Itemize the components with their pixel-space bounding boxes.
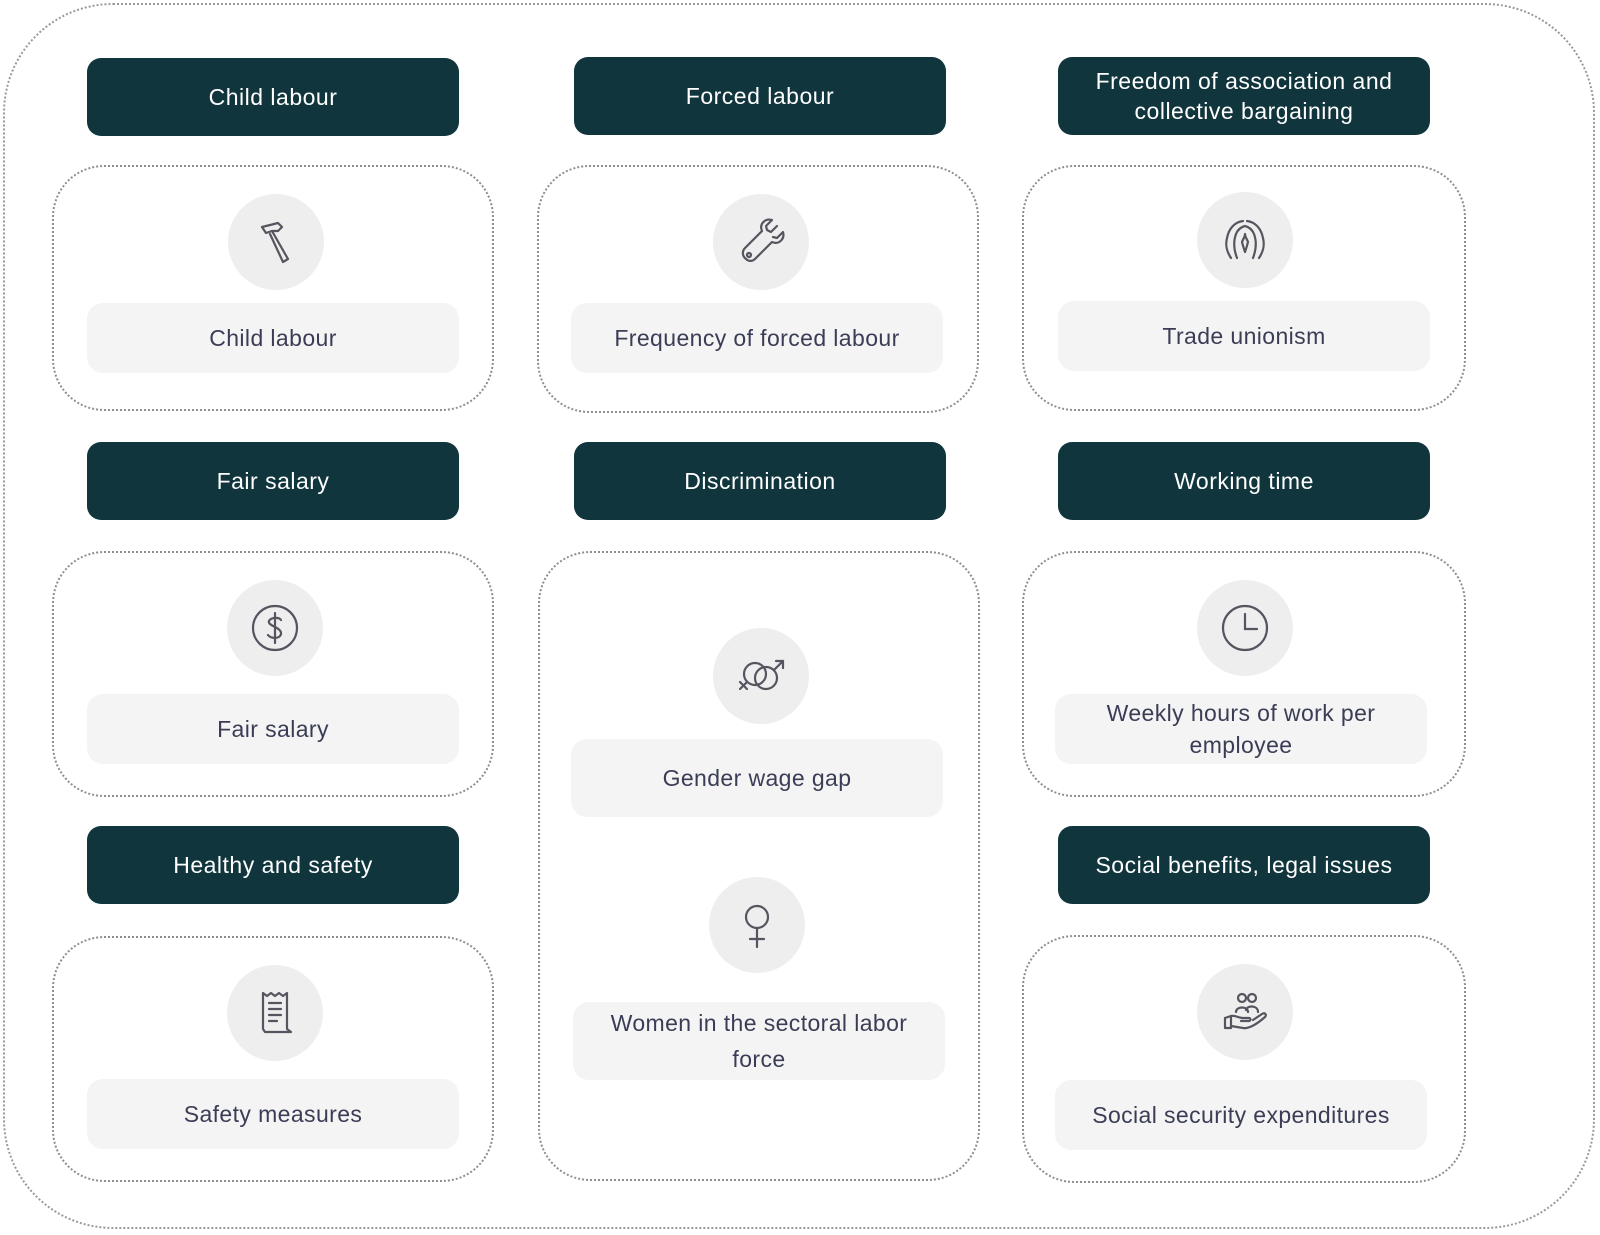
header-social-benefits: Social benefits, legal issues <box>1058 826 1430 904</box>
metric-weekly-hours: Weekly hours of work per employee <box>1055 694 1427 764</box>
metric-safety-measures-label: Safety measures <box>183 1101 363 1127</box>
card-freedom-association: Trade unionism <box>1022 165 1466 411</box>
header-discrimination: Discrimination <box>574 442 946 520</box>
metric-social-security: Social security expenditures <box>1055 1080 1427 1150</box>
header-forced-labour: Forced labour <box>574 57 946 135</box>
metric-forced-labour: Frequency of forced labour <box>571 303 943 373</box>
metric-fair-salary: Fair salary <box>87 694 459 764</box>
metric-gender-wage-gap: Gender wage gap <box>571 739 943 817</box>
metric-fair-salary-label: Fair salary <box>217 716 329 742</box>
metric-trade-unionism-label: Trade unionism <box>1162 323 1326 349</box>
header-working-time: Working time <box>1058 442 1430 520</box>
dollar-coin-icon <box>227 580 323 676</box>
metric-gender-wage-gap-label: Gender wage gap <box>662 765 852 791</box>
card-health-safety: Safety measures <box>52 936 494 1182</box>
hand-people-icon <box>1197 964 1293 1060</box>
header-social-benefits-label: Social benefits, legal issues <box>1095 852 1393 878</box>
header-discrimination-label: Discrimination <box>684 468 836 494</box>
header-forced-labour-label: Forced labour <box>685 83 835 109</box>
metric-child-labour: Child labour <box>87 303 459 373</box>
header-freedom-association: Freedom of association and collective ba… <box>1058 57 1430 135</box>
metric-forced-labour-label: Frequency of forced labour <box>614 325 900 351</box>
header-child-labour-label: Child labour <box>208 84 338 110</box>
card-discrimination: Gender wage gap Women in the sectoral la… <box>538 551 980 1181</box>
document-receipt-icon <box>227 965 323 1061</box>
female-symbol-icon <box>709 877 805 973</box>
header-health-safety: Healthy and safety <box>87 826 459 904</box>
card-forced-labour: Frequency of forced labour <box>537 165 979 413</box>
wrench-icon <box>713 194 809 290</box>
header-health-safety-label: Healthy and safety <box>173 852 373 878</box>
metric-trade-unionism: Trade unionism <box>1058 301 1430 371</box>
header-child-labour: Child labour <box>87 58 459 136</box>
header-fair-salary-label: Fair salary <box>216 468 330 494</box>
header-freedom-association-label: Freedom of association and collective ba… <box>1095 68 1393 124</box>
metric-weekly-hours-label: Weekly hours of work per employee <box>1106 700 1376 758</box>
clock-icon <box>1197 580 1293 676</box>
metric-women-labor-force-label: Women in the sectoral labor force <box>610 1010 908 1072</box>
metric-women-labor-force: Women in the sectoral labor force <box>573 1002 945 1080</box>
header-working-time-label: Working time <box>1174 468 1314 494</box>
hammer-icon <box>228 194 324 290</box>
people-profiles-icon <box>1197 192 1293 288</box>
metric-child-labour-label: Child labour <box>209 325 337 351</box>
card-social-benefits: Social security expenditures <box>1022 935 1466 1183</box>
card-child-labour: Child labour <box>52 165 494 411</box>
card-fair-salary: Fair salary <box>52 551 494 797</box>
metric-social-security-label: Social security expenditures <box>1092 1102 1390 1128</box>
gender-symbols-icon <box>713 628 809 724</box>
diagram-frame <box>3 3 1595 1229</box>
card-working-time: Weekly hours of work per employee <box>1022 551 1466 797</box>
metric-safety-measures: Safety measures <box>87 1079 459 1149</box>
header-fair-salary: Fair salary <box>87 442 459 520</box>
